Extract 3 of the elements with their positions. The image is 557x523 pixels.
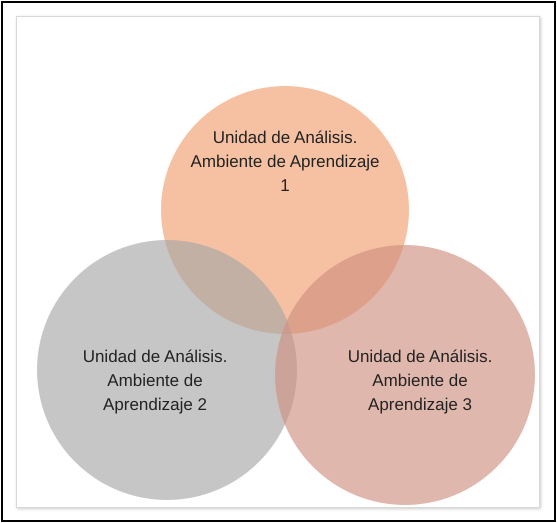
circle-label: Unidad de Análisis. Ambiente de Aprendizaje 1 <box>190 127 380 197</box>
circle-label: Unidad de Análisis. Ambiente de Aprendizaje 2 <box>82 346 228 416</box>
circle-label: Unidad de Análisis. Ambiente de Aprendizaje 3 <box>346 346 494 416</box>
